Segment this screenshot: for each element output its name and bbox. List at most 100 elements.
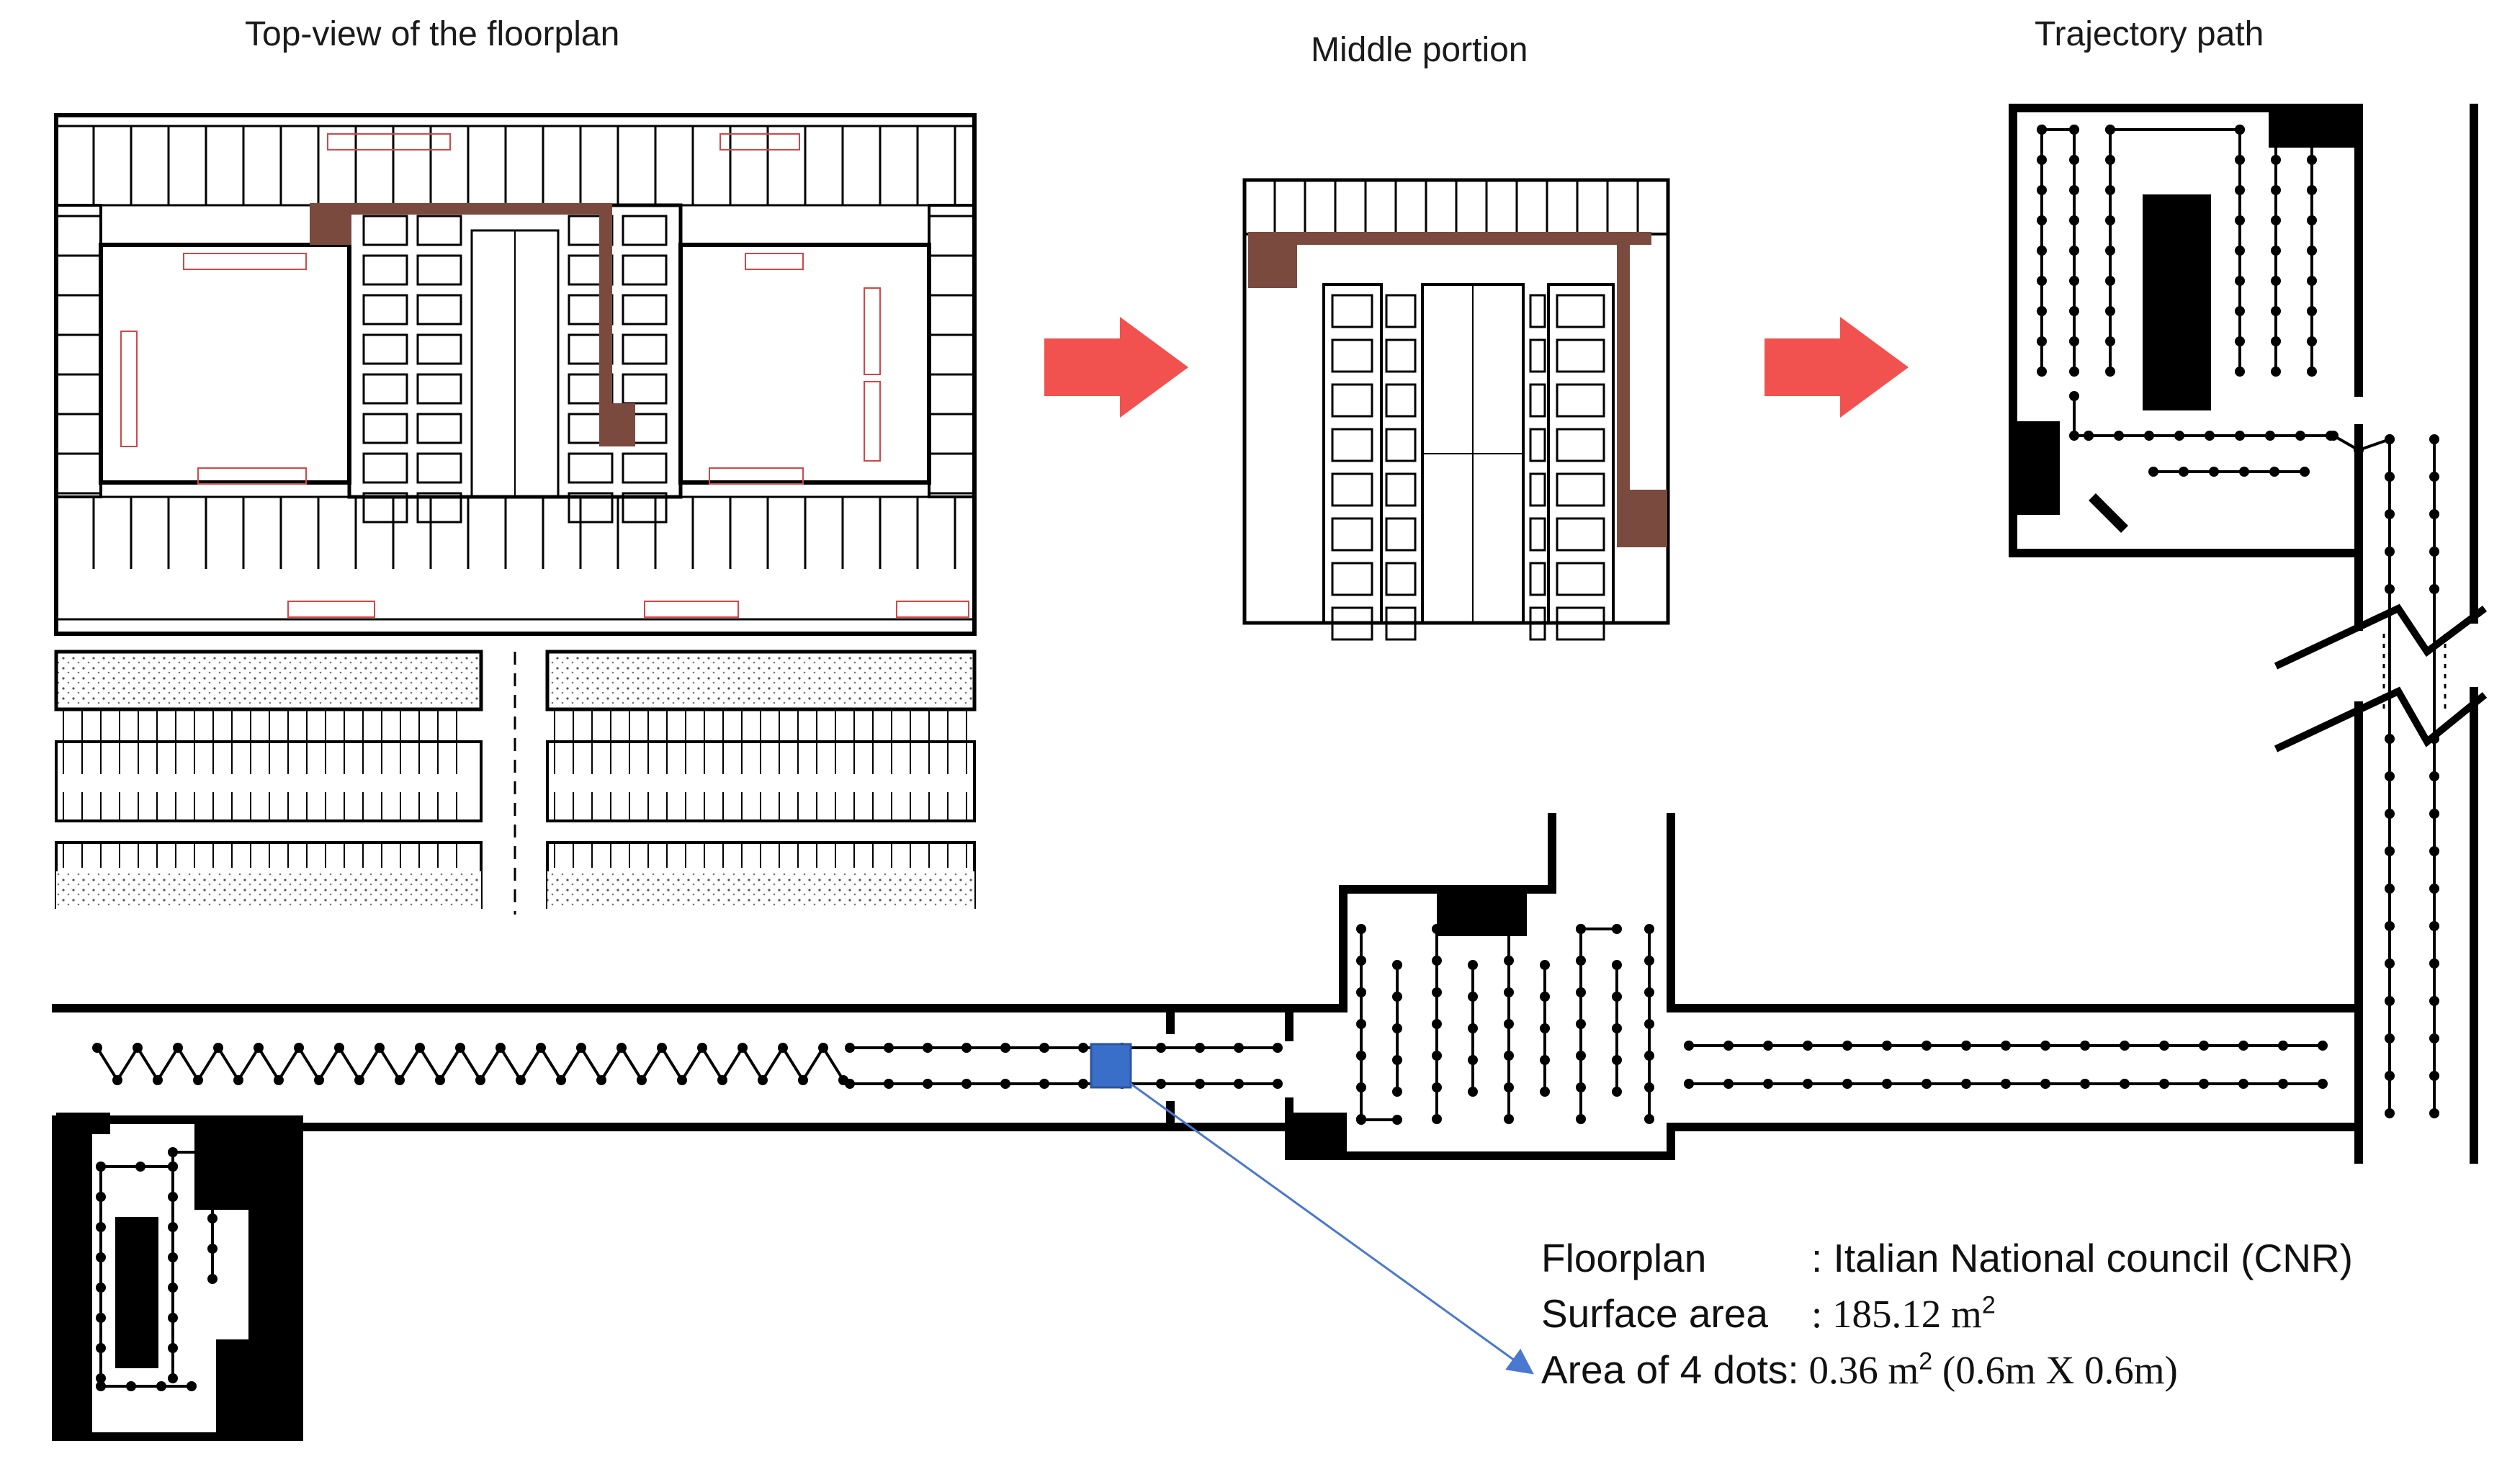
trajectory-dot: [207, 1183, 218, 1193]
trajectory-dot: [1468, 1087, 1478, 1097]
trajectory-dot: [845, 1043, 855, 1053]
trajectory-dot: [2235, 185, 2245, 195]
trajectory-dot: [2105, 215, 2115, 225]
trajectory-dot: [1504, 1114, 1514, 1124]
trajectory-dot: [2307, 336, 2317, 346]
trajectory-dot: [2105, 125, 2115, 135]
trajectory-dot: [2429, 921, 2439, 931]
trajectory-dot: [2385, 771, 2395, 781]
trajectory-dot: [1763, 1079, 1773, 1089]
trajectory-dot: [2148, 467, 2158, 477]
trajectory-dot: [274, 1075, 284, 1085]
trajectory-dot: [2271, 215, 2281, 225]
trajectory-dot: [156, 1381, 166, 1391]
trajectory-dot: [2120, 1041, 2130, 1051]
trajectory-dot: [2385, 734, 2395, 744]
trajectory-dot: [2069, 125, 2079, 135]
trajectory-dot: [818, 1043, 828, 1053]
trajectory-dot: [2239, 467, 2249, 477]
trajectory-dot: [2429, 1071, 2439, 1081]
trajectory-dot: [637, 1075, 647, 1085]
trajectory-dot: [2429, 509, 2439, 519]
trajectory-dot: [1803, 1079, 1813, 1089]
trajectory-dot: [2105, 155, 2115, 165]
trajectory-dot: [657, 1043, 667, 1053]
trajectory-dot: [1644, 987, 1654, 997]
info-surface-row: Surface area: 185.12 m2: [1541, 1290, 1996, 1337]
trajectory-dot: [1842, 1041, 1852, 1051]
arrow-right-icon: [1765, 317, 1909, 418]
trajectory-dot: [596, 1075, 606, 1085]
trajectory-dot: [1432, 1019, 1442, 1029]
trajectory-dot: [168, 1313, 178, 1323]
trajectory-dot: [96, 1222, 106, 1232]
trajectory-dot: [2040, 1079, 2050, 1089]
trajectory-dot: [2235, 246, 2245, 256]
trajectory-dot: [126, 1381, 136, 1391]
trajectory-dot: [1612, 1055, 1622, 1065]
trajectory-dot: [2271, 367, 2281, 377]
trajectory-dot: [798, 1075, 808, 1085]
trajectory-dot: [2318, 1079, 2328, 1089]
trajectory-dot: [1356, 1051, 1366, 1061]
trajectory-dot: [2235, 155, 2245, 165]
trajectory-dot: [2114, 431, 2124, 441]
trajectory-dot: [96, 1343, 106, 1353]
trajectory-dot: [2271, 336, 2281, 346]
arrow-right-icon: [1044, 317, 1188, 418]
trajectory-dot: [1468, 960, 1478, 970]
trajectory-dot: [168, 1373, 178, 1383]
trajectory-dot: [1234, 1079, 1244, 1089]
trajectory-dot: [2037, 246, 2047, 256]
trajectory-dot: [415, 1043, 425, 1053]
trajectory-dot: [1432, 1051, 1442, 1061]
trajectory-dot: [1468, 924, 1478, 934]
trajectory-dot: [1392, 992, 1402, 1002]
trajectory-dot: [1922, 1041, 1932, 1051]
trajectory-dot: [2307, 215, 2317, 225]
trajectory-dot: [207, 1244, 218, 1254]
trajectory-dot: [2235, 215, 2245, 225]
trajectory-dot: [1432, 987, 1442, 997]
trajectory-dot: [1540, 1055, 1550, 1065]
superscript: 2: [1919, 1347, 1933, 1375]
trajectory-dot: [2271, 155, 2281, 165]
trajectory-dot: [1000, 1079, 1010, 1089]
trajectory-dot: [334, 1043, 344, 1053]
trajectory-dot: [2328, 431, 2339, 441]
trajectory-dot: [2307, 125, 2317, 135]
trajectory-dot: [1392, 1087, 1402, 1097]
trajectory-dot: [2199, 1041, 2209, 1051]
trajectory-dot: [96, 1381, 106, 1391]
trajectory-dot: [2429, 996, 2439, 1006]
trajectory-dot: [923, 1079, 933, 1089]
trajectory-dot: [2209, 467, 2219, 477]
trajectory-dot: [737, 1043, 748, 1053]
trajectory-path-map: [52, 104, 2488, 1441]
trajectory-dot: [923, 1043, 933, 1053]
trajectory-dot: [395, 1075, 405, 1085]
trajectory-dot: [2265, 431, 2275, 441]
trajectory-dot: [2385, 1108, 2395, 1118]
trajectory-dot: [135, 1162, 145, 1172]
info-area-row: Area of 4 dots: 0.36 m2 (0.6m X 0.6m): [1541, 1347, 2178, 1393]
trajectory-dot: [1392, 1023, 1402, 1033]
trajectory-dot: [2385, 434, 2395, 444]
trajectory-dot: [1234, 1043, 1244, 1053]
trajectory-dot: [616, 1043, 627, 1053]
trajectory-dot: [213, 1043, 223, 1053]
trajectory-dot: [354, 1075, 364, 1085]
trajectory-dot: [2429, 1108, 2439, 1118]
trajectory-dot: [2271, 276, 2281, 286]
trajectory-dot: [207, 1147, 218, 1157]
trajectory-dot: [2235, 431, 2245, 441]
trajectory-dot: [1961, 1041, 1971, 1051]
top-view-floorplan: [50, 108, 979, 922]
trajectory-dot: [375, 1043, 385, 1053]
trajectory-dot: [1356, 1019, 1366, 1029]
trajectory-dot: [2037, 276, 2047, 286]
trajectory-dot: [96, 1252, 106, 1262]
trajectory-dot: [1644, 1019, 1654, 1029]
trajectory-dot: [2069, 336, 2079, 346]
trajectory-dot: [2429, 846, 2439, 856]
